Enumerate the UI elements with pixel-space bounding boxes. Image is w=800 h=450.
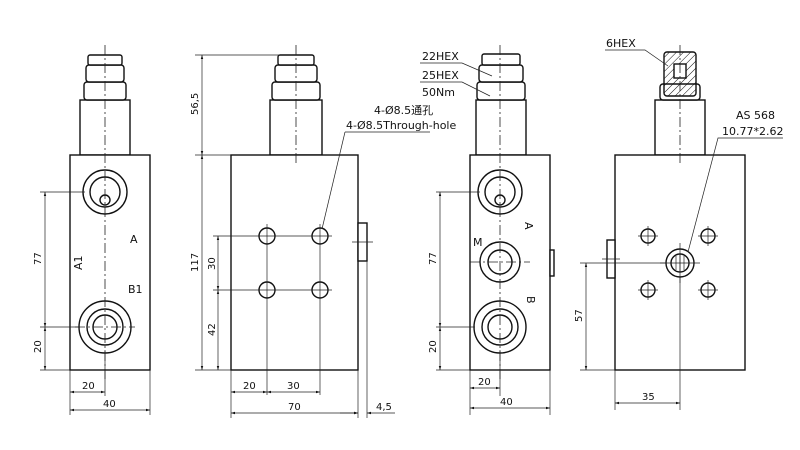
cartridge-body <box>79 99 131 156</box>
dim-35: 35 <box>642 392 655 403</box>
note-oring-size: 10.77*2.62 <box>722 125 783 138</box>
port-label-b1: B1 <box>128 283 143 296</box>
dim-77: 77 <box>428 252 439 265</box>
port-label-a1: A1 <box>72 255 85 270</box>
dim-56-5: 56,5 <box>190 93 201 115</box>
dim-4-5: 4,5 <box>376 402 392 413</box>
note-6hex: 6HEX <box>606 37 636 50</box>
dim-70: 70 <box>288 402 301 413</box>
dim-20-v: 20 <box>33 340 44 353</box>
mounting-holes <box>638 226 718 300</box>
valve-block <box>230 154 359 371</box>
dim-20-h: 20 <box>243 381 256 392</box>
dim-30-v: 30 <box>207 257 218 270</box>
hole-note-en: 4-Ø8.5Through-hole <box>346 119 456 132</box>
dim-57: 57 <box>574 309 585 322</box>
note-22hex: 22HEX <box>422 50 459 63</box>
dim-42: 42 <box>207 323 218 336</box>
dim-117: 117 <box>190 253 201 272</box>
dim-20-h: 20 <box>82 381 95 392</box>
port-label-a: A <box>130 233 138 246</box>
port-label-m: M <box>473 236 483 249</box>
section-view: 57 35 6HEX AS 568 10.77*2.62 <box>574 37 783 410</box>
dim-20-v: 20 <box>428 340 439 353</box>
front-view: A A1 B1 77 20 20 40 <box>33 45 151 415</box>
dim-77: 77 <box>33 252 44 265</box>
port-label-b: B <box>524 296 537 304</box>
port-label-a: A <box>522 222 535 230</box>
side-view: 56,5 117 30 42 20 30 70 4,5 4-Ø8.5通孔 4-Ø… <box>190 45 456 418</box>
hole-note-cn: 4-Ø8.5通孔 <box>374 104 433 117</box>
note-50nm: 50Nm <box>422 86 455 99</box>
note-as568: AS 568 <box>736 109 775 122</box>
dim-40: 40 <box>500 397 513 408</box>
mounting-holes <box>213 224 332 395</box>
dim-20-h: 20 <box>478 377 491 388</box>
rear-view: A M B 77 20 20 40 22HEX 25HEX 50Nm <box>420 45 555 415</box>
dim-30-h: 30 <box>287 381 300 392</box>
note-25hex: 25HEX <box>422 69 459 82</box>
dim-40: 40 <box>103 399 116 410</box>
